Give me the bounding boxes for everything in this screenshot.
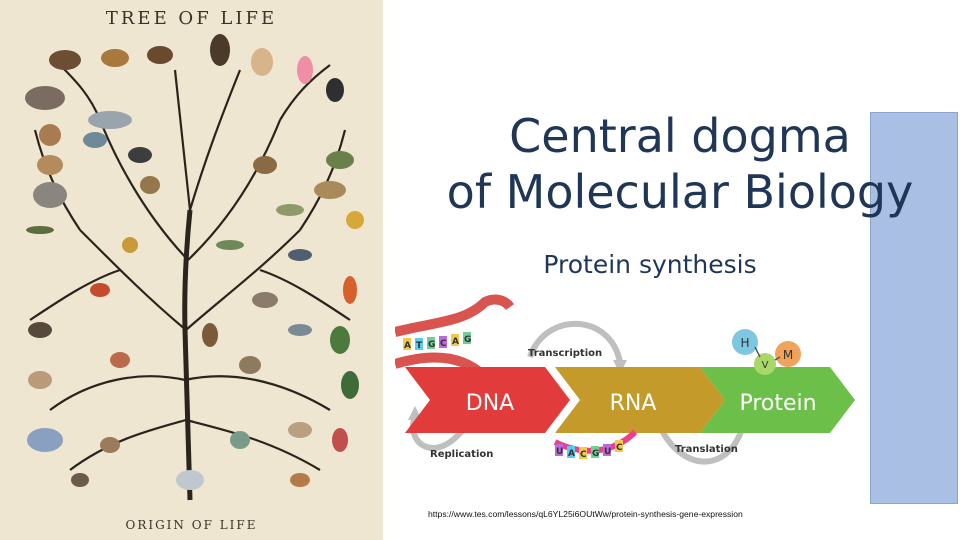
slide-title: Central dogma of Molecular Biology <box>430 108 930 220</box>
rna-base: A <box>568 449 575 459</box>
amino-acid-v-label: V <box>762 360 769 371</box>
protein-label: Protein <box>739 391 816 416</box>
slide-title-line1: Central dogma <box>430 108 930 164</box>
dna-base: A <box>452 337 459 347</box>
transcription-label: Transcription <box>528 348 602 359</box>
dna-helix: A T G C A G <box>395 300 510 377</box>
rna-base: U <box>604 447 611 457</box>
translation-label: Translation <box>675 444 738 455</box>
tree-of-life-poster: TREE OF LIFE <box>0 0 383 540</box>
slide-subtitle: Protein synthesis <box>500 250 800 279</box>
dna-base: T <box>416 341 423 351</box>
central-dogma-diagram: A T G C A G DNA RNA Protein Transcriptio… <box>395 292 865 477</box>
rna-base: U <box>556 447 563 457</box>
tree-illustration <box>0 0 383 540</box>
rna-label: RNA <box>610 391 657 416</box>
slide-title-line2: of Molecular Biology <box>430 164 930 220</box>
replication-label: Replication <box>430 449 493 460</box>
dna-base: C <box>440 339 447 349</box>
rna-strand: U A C G U C <box>555 432 635 460</box>
amino-acid-m-label: M <box>783 348 793 362</box>
dna-base: G <box>464 335 471 345</box>
amino-acid-h-label: H <box>740 336 749 350</box>
rna-base: C <box>580 450 587 460</box>
rna-base: C <box>616 443 623 453</box>
dna-base: A <box>404 341 411 351</box>
poster-footer: ORIGIN OF LIFE <box>0 518 383 532</box>
source-url[interactable]: https://www.tes.com/lessons/qL6YL25i6OUt… <box>428 509 743 519</box>
rna-base: G <box>592 449 599 459</box>
dna-base: G <box>428 340 435 350</box>
dna-label: DNA <box>466 391 514 416</box>
